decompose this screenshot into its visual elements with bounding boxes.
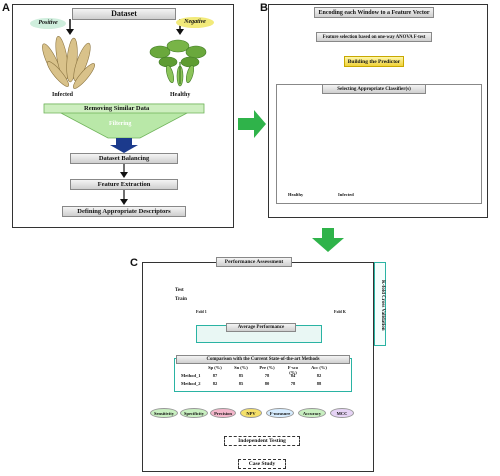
healthy-axis-label: Healthy [288,192,304,197]
train-legend-label: Train [175,297,187,302]
metric-oval: NPV [240,408,262,418]
table-cell: 80 [264,381,270,386]
metric-oval: Sensitivity [150,408,178,418]
infected-pods-image [42,36,96,89]
negative-label: Negative [176,17,214,28]
encoding-box: Encoding each Window to a Feature Vector [314,7,434,18]
dataset-box: Dataset [72,8,176,20]
table-cell: 88 [316,381,322,386]
table-header: Sp (%) [208,365,222,370]
filtering-label: Filtering [109,121,132,127]
table-cell: 85 [238,381,244,386]
table-cell: 78 [290,381,296,386]
table-header: Acc (%) [311,365,327,370]
table-header: Sn (%) [234,365,248,370]
feature-extraction-box: Feature Extraction [70,179,178,190]
arrow-b-to-c [312,228,344,252]
table-cell: 82 [212,381,218,386]
metric-oval: Specificity [180,408,208,418]
infected-label: Infected [52,92,73,98]
building-predictor-box: Building the Predictor [344,56,404,67]
panel-label-c: C [130,257,138,269]
performance-assessment-box: Performance Assessment [216,257,292,267]
feature-selection-box: Feature selection based on one-way ANOVA… [316,32,432,42]
classifier-box: Selecting Appropriate Classifier(s) [322,84,426,94]
metric-oval: MCC [330,408,354,418]
metric-oval: F-measure [266,408,294,418]
descriptors-box: Defining Appropriate Descriptors [62,206,186,217]
table-row-name: Method_1 [181,373,201,378]
independent-testing-box: Independent Testing [224,436,300,446]
table-header: F-sco (%) [287,365,299,375]
table-cell: 78 [264,373,270,378]
healthy-plant-image [149,39,207,87]
table-cell: 87 [212,373,218,378]
metric-oval: Precision [210,408,236,418]
classifier-frame [276,84,482,204]
fold-1-label: Fold 1 [196,309,207,314]
panel-label-b: B [260,2,268,14]
comparison-box: Comparison with the Current State-of-the… [176,355,350,364]
average-performance-box: Average Performance [226,323,296,332]
positive-label: Positive [30,18,66,29]
case-study-box: Case Study [238,459,286,469]
table-header: Pre (%) [259,365,275,370]
table-cell: 85 [238,373,244,378]
table-cell: 84 [290,373,296,378]
metric-oval: Accuracy [298,408,326,418]
panel-label-a: A [2,2,10,14]
removing-similar-label: Removing Similar Data [84,105,150,112]
arrow-a-to-b [238,110,266,138]
infected-axis-label: Infected [338,192,354,197]
table-row-name: Method_2 [181,381,201,386]
test-legend-label: Test [175,288,184,293]
table-cell: 82 [316,373,322,378]
kfold-tab [374,262,386,346]
healthy-label: Healthy [170,92,191,98]
dataset-balancing-box: Dataset Balancing [70,153,178,164]
fold-k-label: Fold K [334,309,346,314]
kfold-label: K-fold Cross Validation [380,279,385,331]
